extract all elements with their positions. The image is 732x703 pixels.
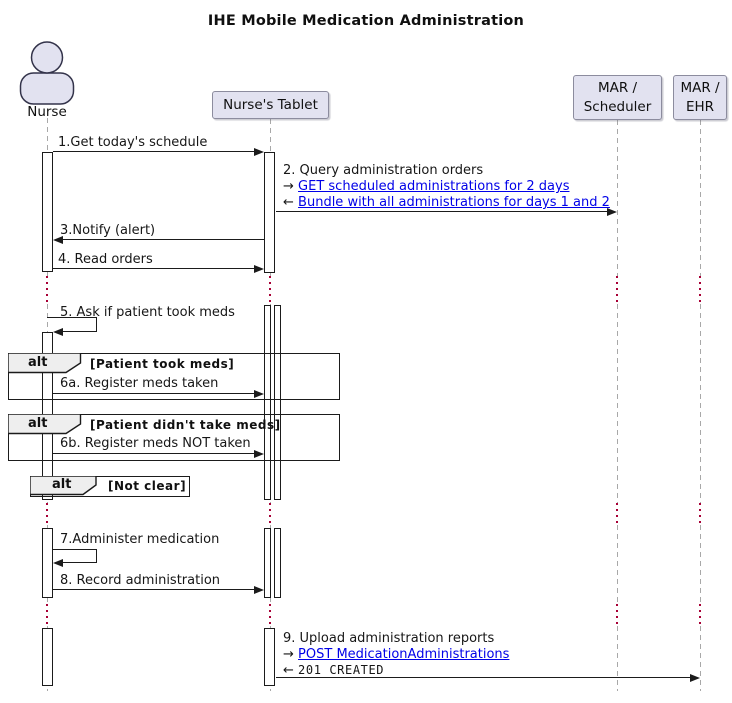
participant-tablet-box: Nurse's Tablet	[212, 91, 329, 119]
participant-scheduler-line2: Scheduler	[583, 99, 652, 115]
ehr-lifeline-delay	[699, 503, 701, 525]
nurse-activation-bar	[42, 528, 53, 598]
message-7-label: 7.Administer medication	[60, 532, 220, 547]
message-3-arrowhead	[53, 235, 63, 244]
alt2-guard-label: [Patient didn't take meds]	[90, 418, 281, 432]
message-6a-arrow	[53, 393, 255, 395]
message-2-request-link[interactable]: GET scheduled administrations for 2 days	[298, 179, 570, 194]
alt-fragment-patient-took-meds	[8, 353, 340, 400]
message-9-request-link[interactable]: POST MedicationAdministrations	[298, 647, 510, 662]
message-5-arrowhead	[53, 327, 63, 336]
response-arrow-glyph: ←	[283, 195, 294, 210]
scheduler-lifeline-delay	[616, 604, 618, 626]
ehr-lifeline-delay	[699, 276, 701, 304]
request-arrow-glyph: →	[283, 179, 294, 194]
nurse-activation-bar	[42, 152, 53, 272]
ehr-lifeline-segment	[700, 304, 701, 503]
scheduler-lifeline-segment	[617, 525, 618, 604]
message-7-self-arrow	[62, 562, 97, 564]
message-6b-arrowhead	[254, 449, 264, 458]
nurse-activation-bar	[42, 628, 53, 686]
alt1-operator-label: alt	[28, 355, 48, 370]
nurse-lifeline-delay	[46, 503, 48, 525]
ehr-lifeline-segment	[700, 525, 701, 604]
participant-ehr-line2: EHR	[685, 99, 715, 115]
tablet-activation-bar	[264, 152, 275, 273]
alt3-operator-label: alt	[52, 477, 72, 492]
message-1-arrowhead	[254, 147, 264, 156]
message-1-label: 1.Get today's schedule	[58, 135, 208, 150]
response-arrow-glyph: ←	[283, 663, 294, 678]
message-2-label: 2. Query administration orders	[283, 163, 484, 178]
tablet-activation-bar	[264, 528, 271, 598]
tablet-lifeline-delay	[269, 604, 271, 626]
request-arrow-glyph: →	[283, 647, 294, 662]
message-3-label: 3.Notify (alert)	[60, 223, 156, 238]
message-2-arrowhead	[607, 207, 617, 216]
nurse-actor-icon	[19, 41, 75, 105]
message-4-arrow	[53, 268, 255, 270]
message-9-request-line: → POST MedicationAdministrations	[283, 647, 509, 662]
ehr-lifeline-segment	[700, 120, 701, 276]
scheduler-lifeline-delay	[616, 276, 618, 304]
message-1-arrow	[53, 151, 255, 153]
message-2-request-line: → GET scheduled administrations for 2 da…	[283, 179, 569, 194]
diagram-title: IHE Mobile Medication Administration	[207, 13, 525, 29]
message-6b-label: 6b. Register meds NOT taken	[60, 436, 251, 451]
message-7-arrowhead	[53, 558, 63, 567]
message-2-arrow	[276, 211, 607, 213]
message-2-response-link[interactable]: Bundle with all administrations for days…	[298, 195, 610, 210]
scheduler-lifeline-segment	[617, 120, 618, 276]
participant-tablet-label: Nurse's Tablet	[223, 97, 318, 113]
message-4-label: 4. Read orders	[58, 252, 153, 267]
message-8-label: 8. Record administration	[60, 573, 221, 588]
alt-fragment-patient-didnt-take-meds	[8, 414, 340, 461]
alt-operator-pentagon	[8, 353, 82, 374]
nurse-lifeline-delay	[46, 604, 48, 626]
message-7-self-arrow	[96, 549, 98, 563]
tablet-activation-bar	[264, 628, 275, 686]
scheduler-lifeline-delay	[616, 503, 618, 525]
tablet-activation-bar	[264, 305, 271, 500]
message-9-arrow	[276, 677, 690, 679]
tablet-activation-bar-nested	[274, 305, 281, 500]
message-9-arrowhead	[690, 673, 700, 682]
message-8-arrow	[53, 589, 255, 591]
tablet-lifeline-delay	[269, 503, 271, 525]
message-5-self-arrow	[47, 317, 97, 319]
message-4-arrowhead	[254, 264, 264, 273]
alt2-operator-label: alt	[28, 416, 48, 431]
message-7-self-arrow	[53, 549, 97, 551]
alt1-guard-label: [Patient took meds]	[90, 357, 235, 371]
message-5-label: 5. Ask if patient took meds	[60, 305, 235, 320]
alt-operator-pentagon	[8, 414, 82, 435]
scheduler-lifeline-segment	[617, 304, 618, 503]
tablet-activation-bar-nested	[274, 528, 281, 598]
alt-operator-pentagon	[30, 476, 97, 496]
message-5-self-arrow	[62, 331, 97, 333]
message-6b-arrow	[53, 453, 255, 455]
message-5-self-arrow	[96, 317, 98, 332]
tablet-lifeline-delay	[269, 276, 271, 304]
message-2-response-line: ← Bundle with all administrations for da…	[283, 195, 610, 210]
participant-nurse-label: Nurse	[27, 104, 67, 120]
participant-scheduler-box: MAR / Scheduler	[573, 75, 662, 120]
message-9-status-code: 201 CREATED	[298, 663, 385, 677]
scheduler-lifeline-segment	[617, 626, 618, 691]
nurse-lifeline-delay	[46, 276, 48, 304]
message-8-arrowhead	[254, 585, 264, 594]
participant-ehr-line1: MAR /	[680, 80, 720, 96]
message-6a-label: 6a. Register meds taken	[60, 376, 219, 391]
message-3-arrow	[60, 239, 264, 241]
ehr-lifeline-delay	[699, 604, 701, 626]
alt3-guard-label: [Not clear]	[108, 479, 187, 493]
message-9-label: 9. Upload administration reports	[283, 631, 495, 646]
message-9-response-line: ← 201 CREATED	[283, 663, 384, 678]
ehr-lifeline-segment	[700, 626, 701, 691]
message-6a-arrowhead	[254, 389, 264, 398]
participant-scheduler-line1: MAR /	[597, 80, 638, 96]
participant-ehr-box: MAR / EHR	[673, 75, 727, 120]
